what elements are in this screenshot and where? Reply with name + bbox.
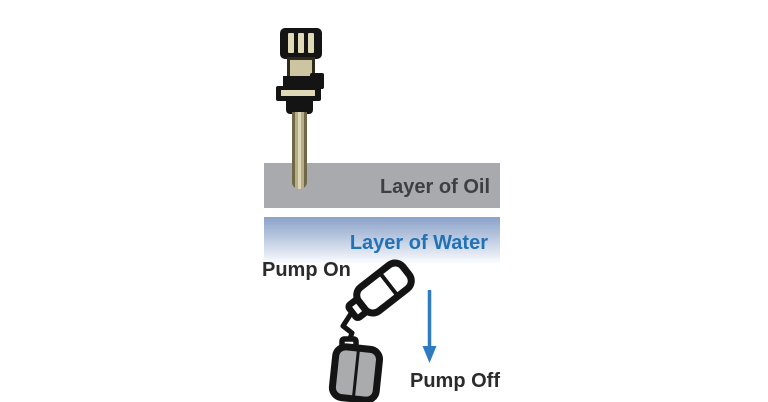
water-layer-label: Layer of Water: [349, 231, 488, 254]
probe-rod-icon: [292, 112, 307, 189]
float-off-icon: [328, 343, 384, 402]
float-on-seam: [378, 272, 399, 297]
pump-on-label: Pump On: [262, 259, 351, 281]
float-switch-icon: [328, 259, 415, 402]
float-on-body: [353, 259, 415, 317]
probe-fitting-block: [286, 99, 313, 114]
probe-fitting-band: [283, 76, 323, 89]
probe-cap-icon: [280, 28, 322, 59]
pump-off-label: Pump Off: [410, 370, 500, 392]
float-off-seam: [351, 348, 361, 399]
probe-cap-slot: [298, 33, 304, 53]
water-layer-band: Layer of Water: [264, 217, 500, 263]
probe-cap-slot: [308, 33, 314, 53]
probe-cap-slot: [288, 33, 294, 53]
float-on-icon: [345, 259, 415, 321]
probe-fitting-stripe: [281, 90, 315, 96]
down-arrow-icon: [422, 290, 437, 363]
down-arrow-head: [422, 346, 437, 363]
oil-layer-label: Layer of Oil: [379, 176, 490, 198]
